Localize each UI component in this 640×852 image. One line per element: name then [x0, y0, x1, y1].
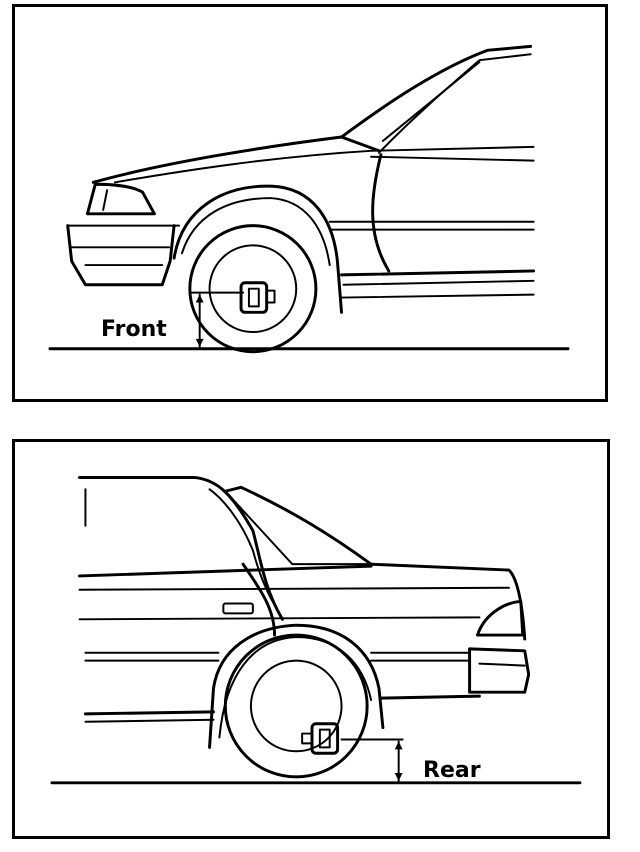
a-pillar-line: [381, 61, 481, 142]
rear-wheel-arch-inner: [218, 636, 373, 739]
wheel-arch: [172, 184, 343, 314]
front-label: Front: [101, 317, 167, 342]
wheel-arch-inner: [180, 197, 331, 267]
rocker-line-rear-lower: [84, 718, 215, 723]
door-front-edge: [371, 153, 391, 273]
sill-line: [340, 293, 535, 299]
rocker-line-lower: [342, 279, 535, 286]
taillight: [475, 600, 525, 637]
rear-bumper-strip: [478, 662, 526, 667]
rear-window-frame: [224, 490, 373, 566]
rear-bumper: [468, 647, 531, 694]
front-car-drawing: [48, 44, 570, 354]
shoulder-line: [78, 586, 510, 591]
roof-c-pillar: [78, 475, 284, 621]
hood-line: [91, 135, 381, 184]
front-bumper: [66, 224, 176, 287]
rear-tire: [223, 633, 369, 779]
rear-caliper-detail: [318, 728, 331, 749]
belt-line-rear: [78, 564, 373, 578]
door-handle: [222, 602, 254, 615]
rear-window-top: [223, 485, 373, 566]
windshield-inner: [377, 53, 532, 154]
front-caliper-detail: [247, 287, 260, 308]
front-brake-caliper: [239, 281, 269, 314]
front-rim: [208, 244, 298, 334]
front-caliper-bracket: [265, 289, 276, 304]
trunk-lid: [367, 562, 527, 641]
rear-arrow-top: [394, 741, 403, 750]
rear-window-inner: [208, 488, 278, 609]
rear-arrow-bottom: [394, 772, 403, 781]
rear-view-panel: Rear: [12, 439, 610, 839]
front-view-panel: Front: [12, 4, 608, 402]
front-tire: [188, 224, 318, 354]
rear-rim: [249, 659, 343, 753]
rear-wheel-arch: [208, 623, 385, 749]
headlight-detail: [102, 189, 109, 211]
rocker-line: [340, 269, 536, 277]
windshield-outer: [340, 44, 533, 139]
headlight: [85, 182, 156, 216]
rear-brake-caliper: [310, 722, 340, 755]
hood-crease: [114, 145, 535, 184]
front-arrow-top: [195, 294, 204, 303]
rocker-line-rear: [83, 710, 215, 716]
belt-line: [370, 155, 535, 162]
rear-door-edge: [241, 562, 277, 637]
rear-valance: [379, 694, 481, 700]
rear-label: Rear: [423, 758, 481, 783]
body-line-rear: [78, 616, 481, 621]
front-arrow-bottom: [195, 338, 204, 347]
rear-car-drawing: [50, 475, 582, 785]
rear-caliper-bracket: [301, 732, 313, 745]
